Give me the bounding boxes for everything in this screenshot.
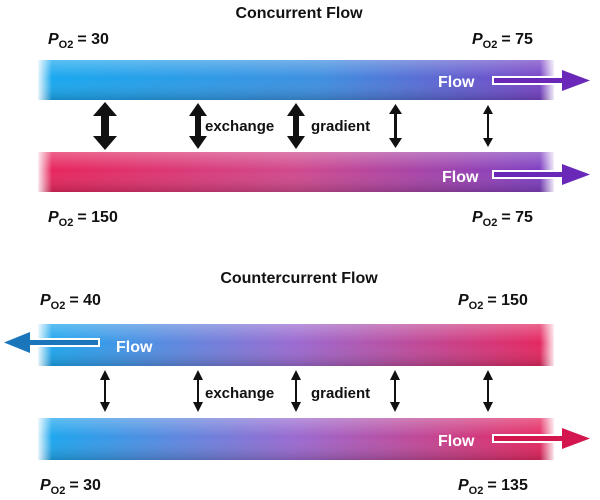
po2-symbol: P — [48, 209, 59, 226]
concurrent-top-right-po2: PO2= 75 — [472, 31, 533, 51]
concurrent-bottom-left-po2: PO2= 150 — [48, 209, 118, 229]
po2-subscript: O2 — [469, 485, 484, 497]
po2-value: = 150 — [487, 292, 528, 309]
concurrent-bottom-flow-arrow — [492, 164, 590, 185]
po2-symbol: P — [472, 31, 483, 48]
countercurrent-gradient-label: gradient — [311, 385, 370, 402]
po2-value: = 40 — [69, 292, 101, 309]
countercurrent-bottom-right-po2: PO2= 135 — [458, 477, 528, 497]
countercurrent-water-tube — [38, 324, 554, 366]
concurrent-title: Concurrent Flow — [235, 5, 363, 22]
countercurrent-exchange-arrow-4 — [390, 370, 400, 412]
concurrent-top-flow-arrow — [492, 70, 590, 91]
po2-value: = 75 — [501, 31, 533, 48]
countercurrent-top-left-po2: PO2= 40 — [40, 292, 101, 312]
concurrent-exchange-arrow-5 — [483, 105, 493, 147]
concurrent-bottom-flow-label: Flow — [442, 169, 479, 186]
po2-subscript: O2 — [483, 217, 498, 229]
po2-value: = 30 — [77, 31, 109, 48]
countercurrent-exchange-arrow-1 — [100, 370, 110, 412]
countercurrent-title: Countercurrent Flow — [220, 270, 378, 287]
po2-symbol: P — [40, 477, 51, 494]
concurrent-exchange-label: exchange — [205, 118, 274, 135]
po2-subscript: O2 — [51, 485, 66, 497]
countercurrent-bottom-flow-label: Flow — [438, 433, 475, 450]
concurrent-gradient-label: gradient — [311, 118, 370, 135]
concurrent-top-flow-label: Flow — [438, 74, 475, 91]
countercurrent-top-flow-label: Flow — [116, 339, 153, 356]
po2-value: = 150 — [77, 209, 118, 226]
concurrent-exchange-arrow-4 — [389, 104, 402, 148]
countercurrent-top-right-po2: PO2= 150 — [458, 292, 528, 312]
countercurrent-exchange-arrow-2 — [193, 370, 203, 412]
po2-subscript: O2 — [51, 300, 66, 312]
po2-subscript: O2 — [59, 217, 74, 229]
po2-subscript: O2 — [59, 39, 74, 51]
countercurrent-blood-tube — [38, 418, 554, 460]
po2-symbol: P — [48, 31, 59, 48]
concurrent-water-tube — [38, 60, 554, 100]
countercurrent-bottom-left-po2: PO2= 30 — [40, 477, 101, 497]
concurrent-exchange-arrow-2 — [189, 103, 207, 149]
po2-symbol: P — [458, 477, 469, 494]
concurrent-exchange-arrow-1 — [93, 102, 117, 150]
concurrent-exchange-arrow-3 — [287, 103, 305, 149]
concurrent-blood-tube — [38, 152, 554, 192]
po2-value: = 75 — [501, 209, 533, 226]
po2-value: = 30 — [69, 477, 101, 494]
po2-symbol: P — [40, 292, 51, 309]
countercurrent-bottom-flow-arrow — [492, 428, 590, 449]
po2-symbol: P — [458, 292, 469, 309]
countercurrent-exchange-label: exchange — [205, 385, 274, 402]
po2-value: = 135 — [487, 477, 528, 494]
po2-subscript: O2 — [483, 39, 498, 51]
concurrent-top-left-po2: PO2= 30 — [48, 31, 109, 51]
countercurrent-top-flow-arrow — [4, 332, 100, 353]
po2-symbol: P — [472, 209, 483, 226]
concurrent-bottom-right-po2: PO2= 75 — [472, 209, 533, 229]
countercurrent-exchange-arrow-5 — [483, 370, 493, 412]
po2-subscript: O2 — [469, 300, 484, 312]
countercurrent-exchange-arrow-3 — [291, 370, 301, 412]
